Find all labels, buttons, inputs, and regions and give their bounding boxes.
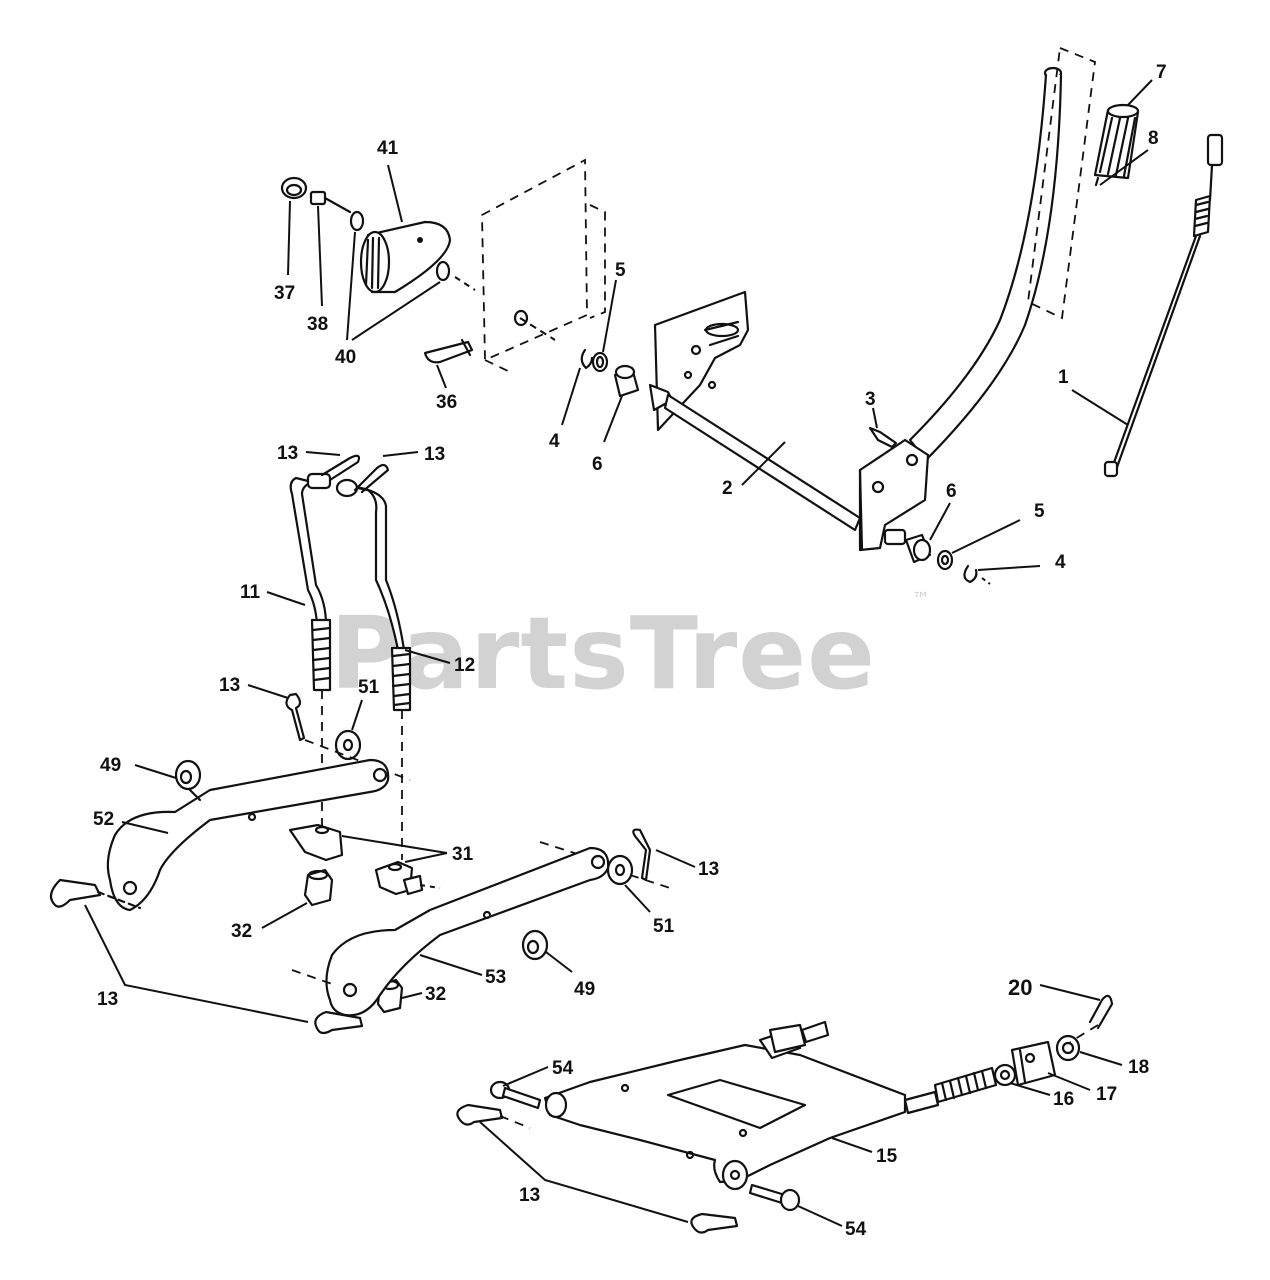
callout-3: 3 (865, 389, 876, 410)
part-54-bolt-right (748, 1183, 843, 1227)
part-3-pin (868, 407, 898, 449)
callout-4-left: 4 (549, 431, 560, 452)
callout-52: 52 (93, 809, 114, 830)
part-13-hairpin-top-left (305, 451, 361, 482)
part-17-clevis (1010, 1040, 1091, 1091)
part-6-bushing-right (883, 502, 951, 564)
part-31-trunnion-left (288, 823, 448, 862)
callout-8: 8 (1148, 128, 1159, 149)
callout-32-upper: 32 (231, 921, 252, 942)
part-51-washer-lower (606, 854, 671, 913)
part-2-lift-shaft (648, 290, 862, 532)
callout-15: 15 (876, 1146, 898, 1167)
part-37-cap (280, 176, 308, 276)
callout-4-right: 4 (1055, 552, 1066, 573)
callout-11: 11 (240, 582, 261, 603)
part-7-grip (1093, 79, 1153, 180)
part-13-hairpin-bracket-left (456, 1103, 531, 1129)
callout-49-upper: 49 (100, 755, 121, 776)
part-16-nut (993, 1063, 1051, 1096)
part-4-retaining-ring-right (963, 564, 1041, 585)
grip-hidden-outline (1027, 46, 1096, 320)
part-13-hairpin-right (632, 828, 696, 882)
part-11-lift-link (266, 472, 332, 692)
part-13-hairpin-lower-mid (314, 1010, 364, 1035)
part-5-washer-left (591, 279, 617, 373)
callout-20: 20 (1008, 975, 1032, 1000)
callout-13-mid: 13 (219, 675, 240, 696)
part-31-trunnion-right (374, 852, 448, 896)
callout-51-upper: 51 (358, 677, 380, 698)
callout-32-lower: 32 (425, 984, 446, 1005)
callout-13-bracket: 13 (519, 1185, 540, 1206)
part-8-retainer (1094, 149, 1149, 187)
part-13-hairpin-top-right (353, 451, 419, 494)
watermark-trademark: ™ (912, 589, 930, 610)
part-41-knob (359, 164, 452, 294)
callout-labels: 1 2 3 4 4 5 5 6 6 7 8 11 12 13 13 13 13 … (93, 62, 1167, 1240)
part-49-bushing-upper (134, 759, 202, 802)
callout-51-lower: 51 (653, 916, 675, 937)
callout-7: 7 (1156, 62, 1167, 83)
lift-lever (858, 66, 1063, 552)
part-32-nut-upper (261, 868, 334, 929)
mounting-panel-hidden (481, 158, 606, 373)
callout-13-top-left: 13 (277, 443, 298, 464)
watermark: PartsTree ™ (330, 589, 930, 712)
part-13-hairpin-mid (247, 684, 306, 742)
callout-6-right: 6 (946, 481, 957, 502)
part-13-hairpin-lower-left (49, 878, 142, 910)
callout-54-upper: 54 (552, 1058, 574, 1079)
part-5-washer-right (936, 519, 1021, 571)
callout-18: 18 (1128, 1057, 1149, 1078)
part-52-lift-arm (106, 758, 390, 912)
callout-2: 2 (722, 478, 733, 499)
part-12-lift-link (335, 478, 451, 712)
part-51-washer-upper (334, 699, 363, 761)
callout-1: 1 (1058, 367, 1069, 388)
part-15-hanger-bracket (543, 1043, 907, 1191)
callout-49-lower: 49 (574, 979, 595, 1000)
callout-53: 53 (485, 967, 506, 988)
callout-17: 17 (1096, 1084, 1117, 1105)
part-49-bushing-lower (521, 929, 573, 973)
callout-36: 36 (436, 392, 457, 413)
callout-5-right: 5 (1034, 501, 1045, 522)
part-6-bushing-left (603, 364, 640, 443)
part-13-hairpin-bracket-bottom (690, 1212, 739, 1234)
part-36-clip (423, 338, 474, 389)
hanger-pivot-bolt (758, 1020, 830, 1060)
callout-13-top-right: 13 (424, 444, 445, 465)
part-4-retaining-ring-left (561, 348, 594, 426)
part-54-bolt-left (489, 1066, 549, 1110)
part-53-lift-arm (291, 841, 610, 1017)
callout-13-lower-left: 13 (97, 989, 118, 1010)
callout-6-left: 6 (592, 454, 603, 475)
callout-37: 37 (274, 283, 295, 304)
part-15-threaded-rod (903, 1066, 998, 1115)
part-1-rod (1071, 133, 1224, 478)
callout-38: 38 (307, 314, 328, 335)
part-20-clip (1039, 984, 1114, 1043)
callout-12: 12 (454, 655, 475, 676)
watermark-text: PartsTree (330, 595, 876, 712)
part-18-nut (1055, 1034, 1123, 1066)
callout-31: 31 (452, 844, 474, 865)
callout-16: 16 (1053, 1089, 1074, 1110)
callout-5-left: 5 (615, 260, 626, 281)
part-40-washers (346, 210, 476, 341)
callout-40: 40 (335, 347, 356, 368)
callout-41: 41 (377, 138, 399, 159)
callout-13-right: 13 (698, 859, 719, 880)
part-38-screw (309, 190, 352, 307)
callout-54-lower: 54 (845, 1219, 867, 1240)
